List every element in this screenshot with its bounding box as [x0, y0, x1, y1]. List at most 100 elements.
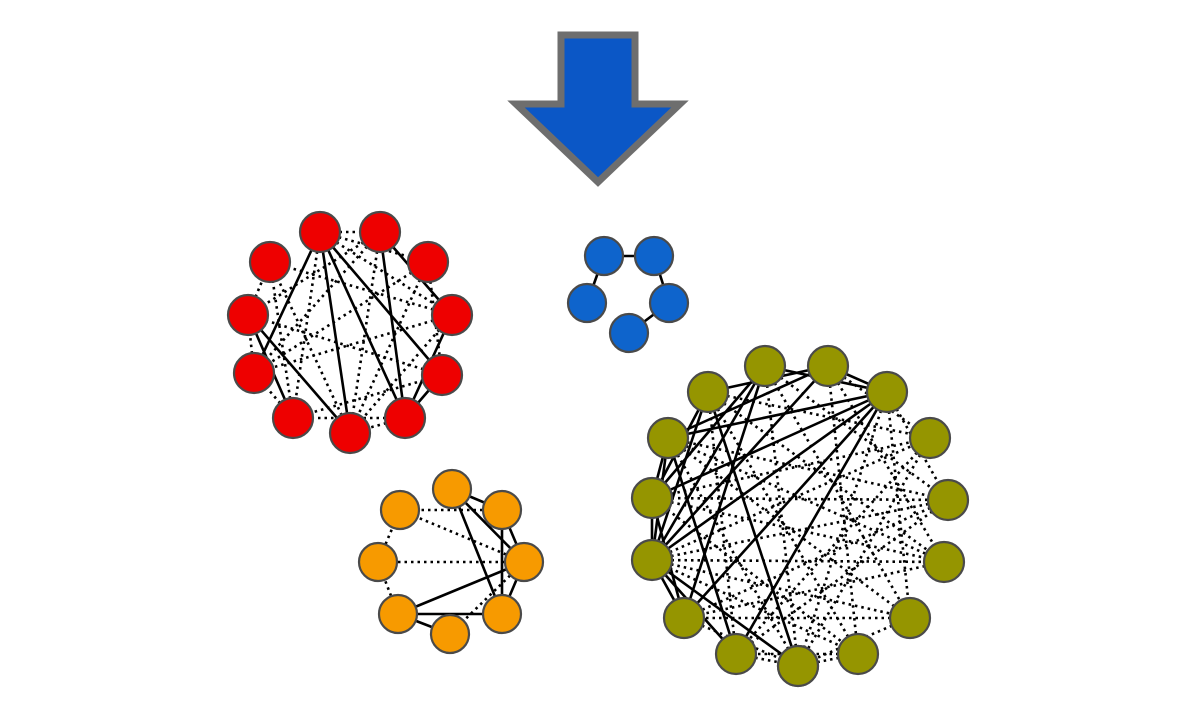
- olive-dotted-edge: [735, 437, 931, 655]
- olive-dotted-edge: [683, 498, 949, 620]
- red-dotted-edge: [269, 260, 453, 317]
- red-dotted-edge: [268, 261, 352, 434]
- olive-solid-edge: [666, 390, 889, 440]
- blue-node-3: [608, 312, 650, 354]
- olive-dotted-edge: [706, 391, 738, 655]
- red-dotted-edge: [253, 260, 429, 375]
- orange-node-2: [503, 541, 545, 583]
- red-node-5: [383, 396, 427, 440]
- olive-node-0: [630, 538, 674, 582]
- olive-dotted-edge: [667, 436, 945, 564]
- down-arrow-icon: [507, 31, 689, 187]
- orange-node-1: [481, 489, 523, 531]
- blue-node-4: [566, 282, 608, 324]
- olive-dotted-edge: [763, 365, 800, 667]
- orange-node-4: [429, 613, 471, 655]
- olive-solid-edge: [650, 364, 830, 562]
- olive-dotted-edge: [651, 558, 911, 620]
- olive-dotted-edge: [764, 364, 949, 502]
- olive-dotted-edge: [707, 390, 945, 564]
- olive-node-14: [662, 596, 706, 640]
- red-node-9: [226, 293, 270, 337]
- olive-node-9: [922, 540, 966, 584]
- olive-solid-edge: [734, 390, 889, 656]
- red-node-4: [420, 353, 464, 397]
- olive-solid-edge: [650, 364, 767, 500]
- olive-dotted-edge: [667, 436, 949, 502]
- olive-node-3: [686, 370, 730, 414]
- orange-node-6: [357, 541, 399, 583]
- olive-solid-edge: [650, 390, 889, 562]
- blue-node-2: [648, 282, 690, 324]
- red-solid-edge: [246, 313, 352, 435]
- olive-dotted-edge: [651, 558, 945, 564]
- orange-node-7: [379, 489, 421, 531]
- red-solid-edge: [318, 230, 407, 420]
- blue-node-1: [633, 235, 675, 277]
- olive-dotted-edge: [666, 437, 800, 667]
- olive-dotted-edge: [796, 437, 932, 667]
- red-dotted-edge: [291, 231, 322, 419]
- down-arrow-shape: [507, 31, 689, 187]
- olive-solid-edge: [682, 390, 889, 620]
- olive-solid-edge: [666, 436, 738, 656]
- red-node-2: [406, 240, 450, 284]
- red-dotted-edge: [253, 231, 381, 374]
- orange-node-5: [377, 593, 419, 635]
- orange-node-0: [431, 468, 473, 510]
- olive-node-13: [714, 632, 758, 676]
- red-node-10: [248, 240, 292, 284]
- olive-dotted-edge: [651, 496, 859, 656]
- olive-dotted-edge: [707, 390, 931, 440]
- nodes-blue: [566, 235, 690, 354]
- red-dotted-edge: [253, 313, 453, 375]
- olive-solid-edge: [650, 390, 889, 500]
- olive-dotted-edge: [826, 365, 946, 563]
- olive-node-2: [646, 416, 690, 460]
- olive-solid-edge: [682, 364, 767, 620]
- red-node-3: [430, 293, 474, 337]
- red-dotted-edge: [268, 261, 295, 419]
- red-solid-edge: [318, 230, 444, 377]
- olive-node-11: [836, 632, 880, 676]
- red-node-8: [232, 351, 276, 395]
- olive-dotted-edge: [651, 496, 945, 564]
- blue-node-0: [583, 235, 625, 277]
- olive-dotted-edge: [763, 365, 912, 619]
- red-node-6: [328, 411, 372, 455]
- olive-node-8: [926, 478, 970, 522]
- olive-dotted-edge: [885, 391, 912, 619]
- olive-dotted-edge: [826, 365, 860, 655]
- olive-node-1: [630, 476, 674, 520]
- red-solid-edge: [378, 230, 407, 420]
- orange-solid-edge: [450, 487, 504, 616]
- olive-node-5: [806, 344, 850, 388]
- nodes-layer: [226, 210, 970, 688]
- red-node-0: [298, 210, 342, 254]
- olive-dotted-edge: [683, 560, 945, 620]
- red-dotted-edge: [348, 261, 430, 434]
- nodes-olive: [630, 344, 970, 688]
- olive-dotted-edge: [651, 436, 931, 500]
- red-dotted-edge: [247, 313, 443, 377]
- olive-solid-edge: [650, 558, 800, 668]
- olive-dotted-edge: [796, 391, 889, 667]
- orange-solid-edge: [396, 560, 526, 616]
- olive-dotted-edge: [735, 498, 949, 656]
- red-node-1: [358, 210, 402, 254]
- olive-node-7: [908, 416, 952, 460]
- olive-node-4: [743, 344, 787, 388]
- nodes-orange: [357, 468, 545, 655]
- red-dotted-edge: [348, 231, 382, 434]
- olive-dotted-edge: [651, 558, 859, 656]
- olive-dotted-edge: [667, 436, 911, 620]
- orange-node-3: [481, 593, 523, 635]
- red-solid-edge: [318, 230, 352, 435]
- olive-node-10: [888, 596, 932, 640]
- olive-solid-edge: [650, 364, 767, 562]
- red-solid-edge: [252, 230, 322, 375]
- olive-node-6: [865, 370, 909, 414]
- olive-node-15: [776, 644, 820, 688]
- olive-solid-edge: [666, 364, 830, 440]
